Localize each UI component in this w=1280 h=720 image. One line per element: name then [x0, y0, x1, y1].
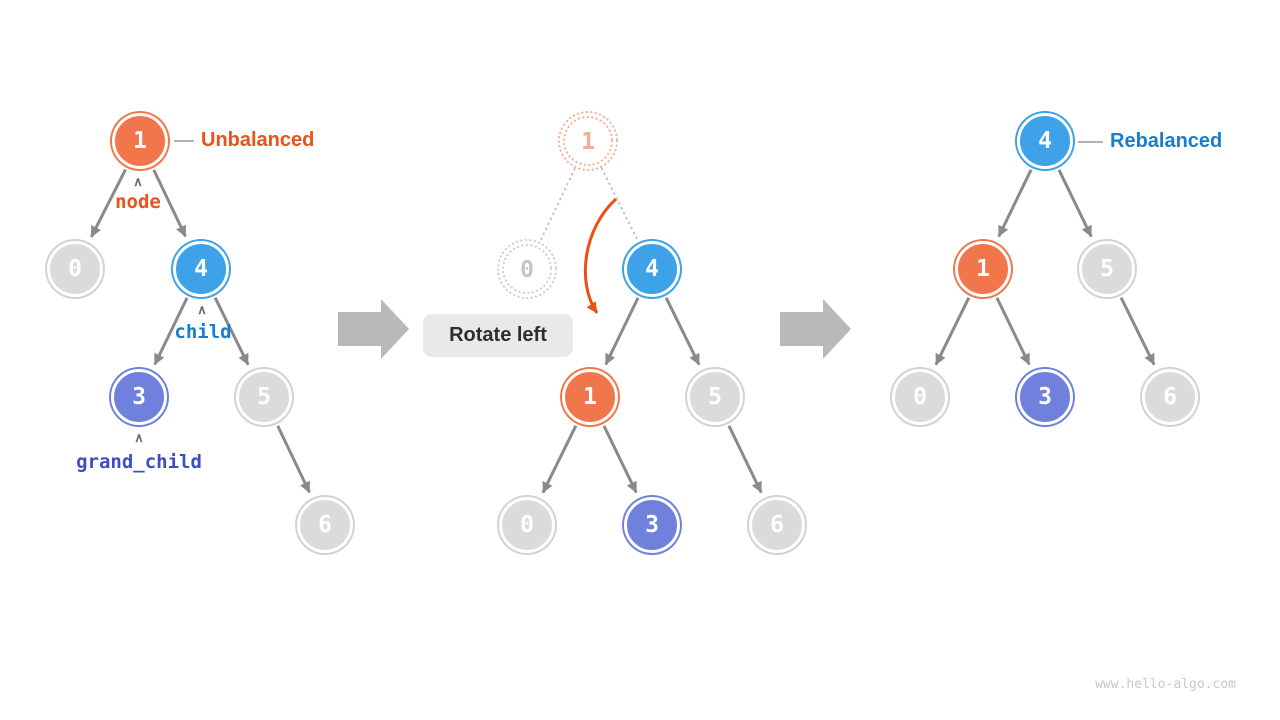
tree-edge-arrow [997, 169, 1033, 238]
caret-up-icon: ∧ [134, 430, 144, 445]
tree-node-0: 0 [47, 241, 103, 297]
tree-edge-arrow [604, 297, 640, 366]
ghost-node-ring [558, 111, 618, 171]
grand-child-pointer-label: grand_child [76, 451, 202, 473]
tree-edge-arrow [213, 297, 250, 366]
flow-arrow-icon [780, 299, 851, 359]
tree-node-4: 4 [1017, 113, 1073, 169]
rotate-left-curved-arrow-icon [583, 197, 618, 314]
tree-edge-arrow [153, 297, 189, 366]
unbalanced-label: Unbalanced [201, 129, 315, 151]
node-pointer-label: node [115, 191, 161, 213]
caret-up-icon: ∧ [197, 302, 207, 317]
tree-edge-arrow [995, 297, 1031, 366]
rotate-left-badge: Rotate left [423, 314, 573, 357]
tree-edge-arrow [934, 297, 971, 366]
tree-node-3: 3 [1017, 369, 1073, 425]
tree-node-5: 5 [236, 369, 292, 425]
tree-node-3: 3 [624, 497, 680, 553]
tree-node-6: 6 [297, 497, 353, 553]
tree-edge-arrow [276, 425, 311, 494]
tree-node-3: 3 [111, 369, 167, 425]
child-pointer-label: child [174, 321, 232, 343]
tree-node-0: 0 [892, 369, 948, 425]
tree-node-6: 6 [749, 497, 805, 553]
ghost-node-ring [497, 239, 557, 299]
flow-arrow-icon [338, 299, 409, 359]
caret-up-icon: ∧ [133, 174, 143, 189]
tree-node-1: 1 [562, 369, 618, 425]
tree-node-0: 0 [499, 497, 555, 553]
tree-edge-arrow [541, 425, 578, 494]
rebalanced-label: Rebalanced [1110, 130, 1223, 152]
tree-node-6: 6 [1142, 369, 1198, 425]
ghost-node-ring [563, 116, 613, 166]
tree-edge-arrow [1057, 169, 1093, 238]
tree-edge-arrow [727, 425, 763, 494]
tree-node-5: 5 [687, 369, 743, 425]
watermark: www.hello-algo.com [1095, 677, 1236, 692]
tree-edge-arrow [1119, 297, 1156, 366]
ghost-node-ring [502, 244, 552, 294]
tree-node-1: 1 [955, 241, 1011, 297]
tree-node-4: 4 [173, 241, 229, 297]
ghost-node-value: 1 [581, 129, 595, 155]
tree-node-4: 4 [624, 241, 680, 297]
tree-edge-arrow [152, 169, 187, 238]
tree-node-1: 1 [112, 113, 168, 169]
rotate-left-badge-text: Rotate left [449, 324, 547, 346]
tree-edge-arrow [89, 168, 127, 238]
tree-edge-arrow [602, 425, 638, 494]
tree-node-5: 5 [1079, 241, 1135, 297]
ghost-node-value: 0 [520, 257, 534, 283]
ghost-edge [539, 167, 576, 242]
tree-edge-arrow [664, 297, 701, 366]
ghost-edge [600, 167, 639, 242]
